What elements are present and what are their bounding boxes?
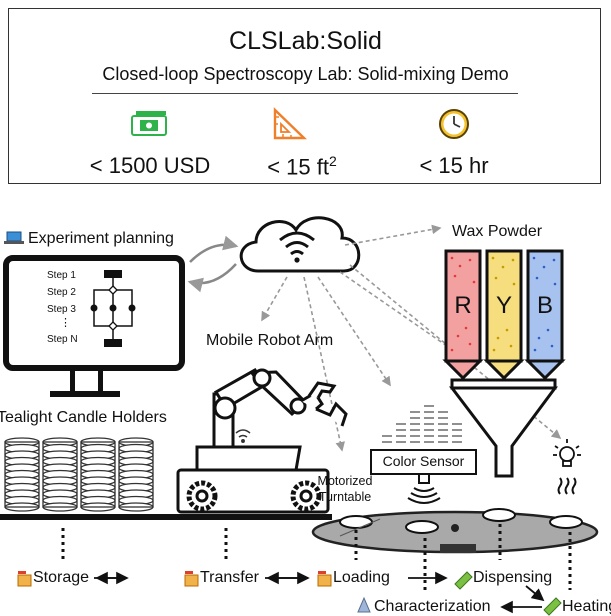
metric-time: < 15 hr: [419, 153, 489, 178]
wax-powder-label: Wax Powder: [452, 223, 543, 240]
sync-arrows-icon: [187, 235, 239, 293]
color-sensor-box: [370, 449, 477, 475]
motorized-label: Motorized: [317, 474, 373, 488]
header-divider: [92, 93, 518, 94]
metric-cost: < 1500 USD: [89, 153, 211, 178]
heat-waves-icon: [557, 477, 577, 495]
robot-wheels: [186, 480, 322, 512]
funnel-icon: [448, 378, 558, 478]
stage-characterization: Characterization: [374, 598, 491, 615]
money-icon: [131, 111, 167, 136]
clock-icon: [439, 109, 469, 139]
wax-powder-tubes: [442, 249, 566, 381]
stage-heating: Heating: [562, 598, 611, 615]
loading-stage-icon: [317, 571, 332, 587]
step-3: Step 3: [47, 304, 76, 315]
sensor-probe-icon: [407, 473, 441, 504]
stage-storage: Storage: [33, 569, 90, 586]
lamp-icon: [553, 439, 581, 467]
tube-blue: [524, 249, 566, 381]
stage-transfer: Transfer: [200, 569, 259, 586]
mobile-robot-arm-label: Mobile Robot Arm: [206, 332, 334, 349]
flow-arrows: [94, 571, 545, 614]
tube-letter-y: Y: [495, 292, 512, 319]
tube-yellow: [483, 249, 525, 381]
transfer-stage-icon: [184, 571, 199, 587]
candle-holder-stacks: [4, 437, 154, 512]
header-icons: [131, 107, 469, 140]
tube-letter-b: B: [536, 292, 553, 319]
metric-area-exponent: 2: [328, 153, 337, 169]
monitor: [3, 255, 185, 397]
stage-connectors: [61, 524, 572, 590]
metric-area: < 15 ft2: [236, 153, 368, 180]
page-subtitle: Closed-loop Spectroscopy Lab: Solid-mixi…: [102, 64, 509, 84]
heating-stage-icon: [543, 597, 562, 616]
experiment-planning-label: Experiment planning: [28, 230, 174, 247]
laptop-icon: [4, 231, 24, 244]
page-title: CLSLab:Solid: [229, 27, 382, 55]
stage-dispensing: Dispensing: [473, 569, 553, 586]
mobile-robot-arm: [176, 368, 348, 514]
characterization-stage-icon: [357, 596, 371, 613]
step-n: Step N: [47, 334, 78, 345]
candle-stack: [80, 437, 116, 512]
storage-stage-icon: [17, 571, 32, 587]
color-sensor-label: Color Sensor: [382, 453, 465, 469]
cloud-icon: [239, 216, 361, 273]
turntable-label: Turntable: [318, 490, 372, 504]
dispensing-stage-icon: [454, 571, 473, 590]
candle-stack: [118, 437, 154, 512]
candle-stack: [42, 437, 78, 512]
step-2: Step 2: [47, 287, 76, 298]
metric-area-label: < 15 ft: [267, 154, 329, 180]
wifi-icon: [279, 231, 315, 263]
ruler-triangle-icon: [273, 107, 307, 140]
motorized-turntable: [311, 508, 599, 554]
stage-loading: Loading: [333, 569, 390, 586]
tube-letter-r: R: [454, 292, 472, 319]
step-ellipsis: ⋮: [60, 317, 71, 329]
signal-bars-icon: [382, 405, 462, 443]
step-1: Step 1: [47, 270, 76, 281]
candle-stack: [4, 437, 40, 512]
conveyor-line: [0, 514, 332, 520]
tube-red: [442, 249, 484, 381]
robot-wifi-icon: [235, 429, 251, 443]
header-box: [8, 8, 601, 184]
tealight-candle-holders-label: Tealight Candle Holders: [0, 409, 167, 426]
